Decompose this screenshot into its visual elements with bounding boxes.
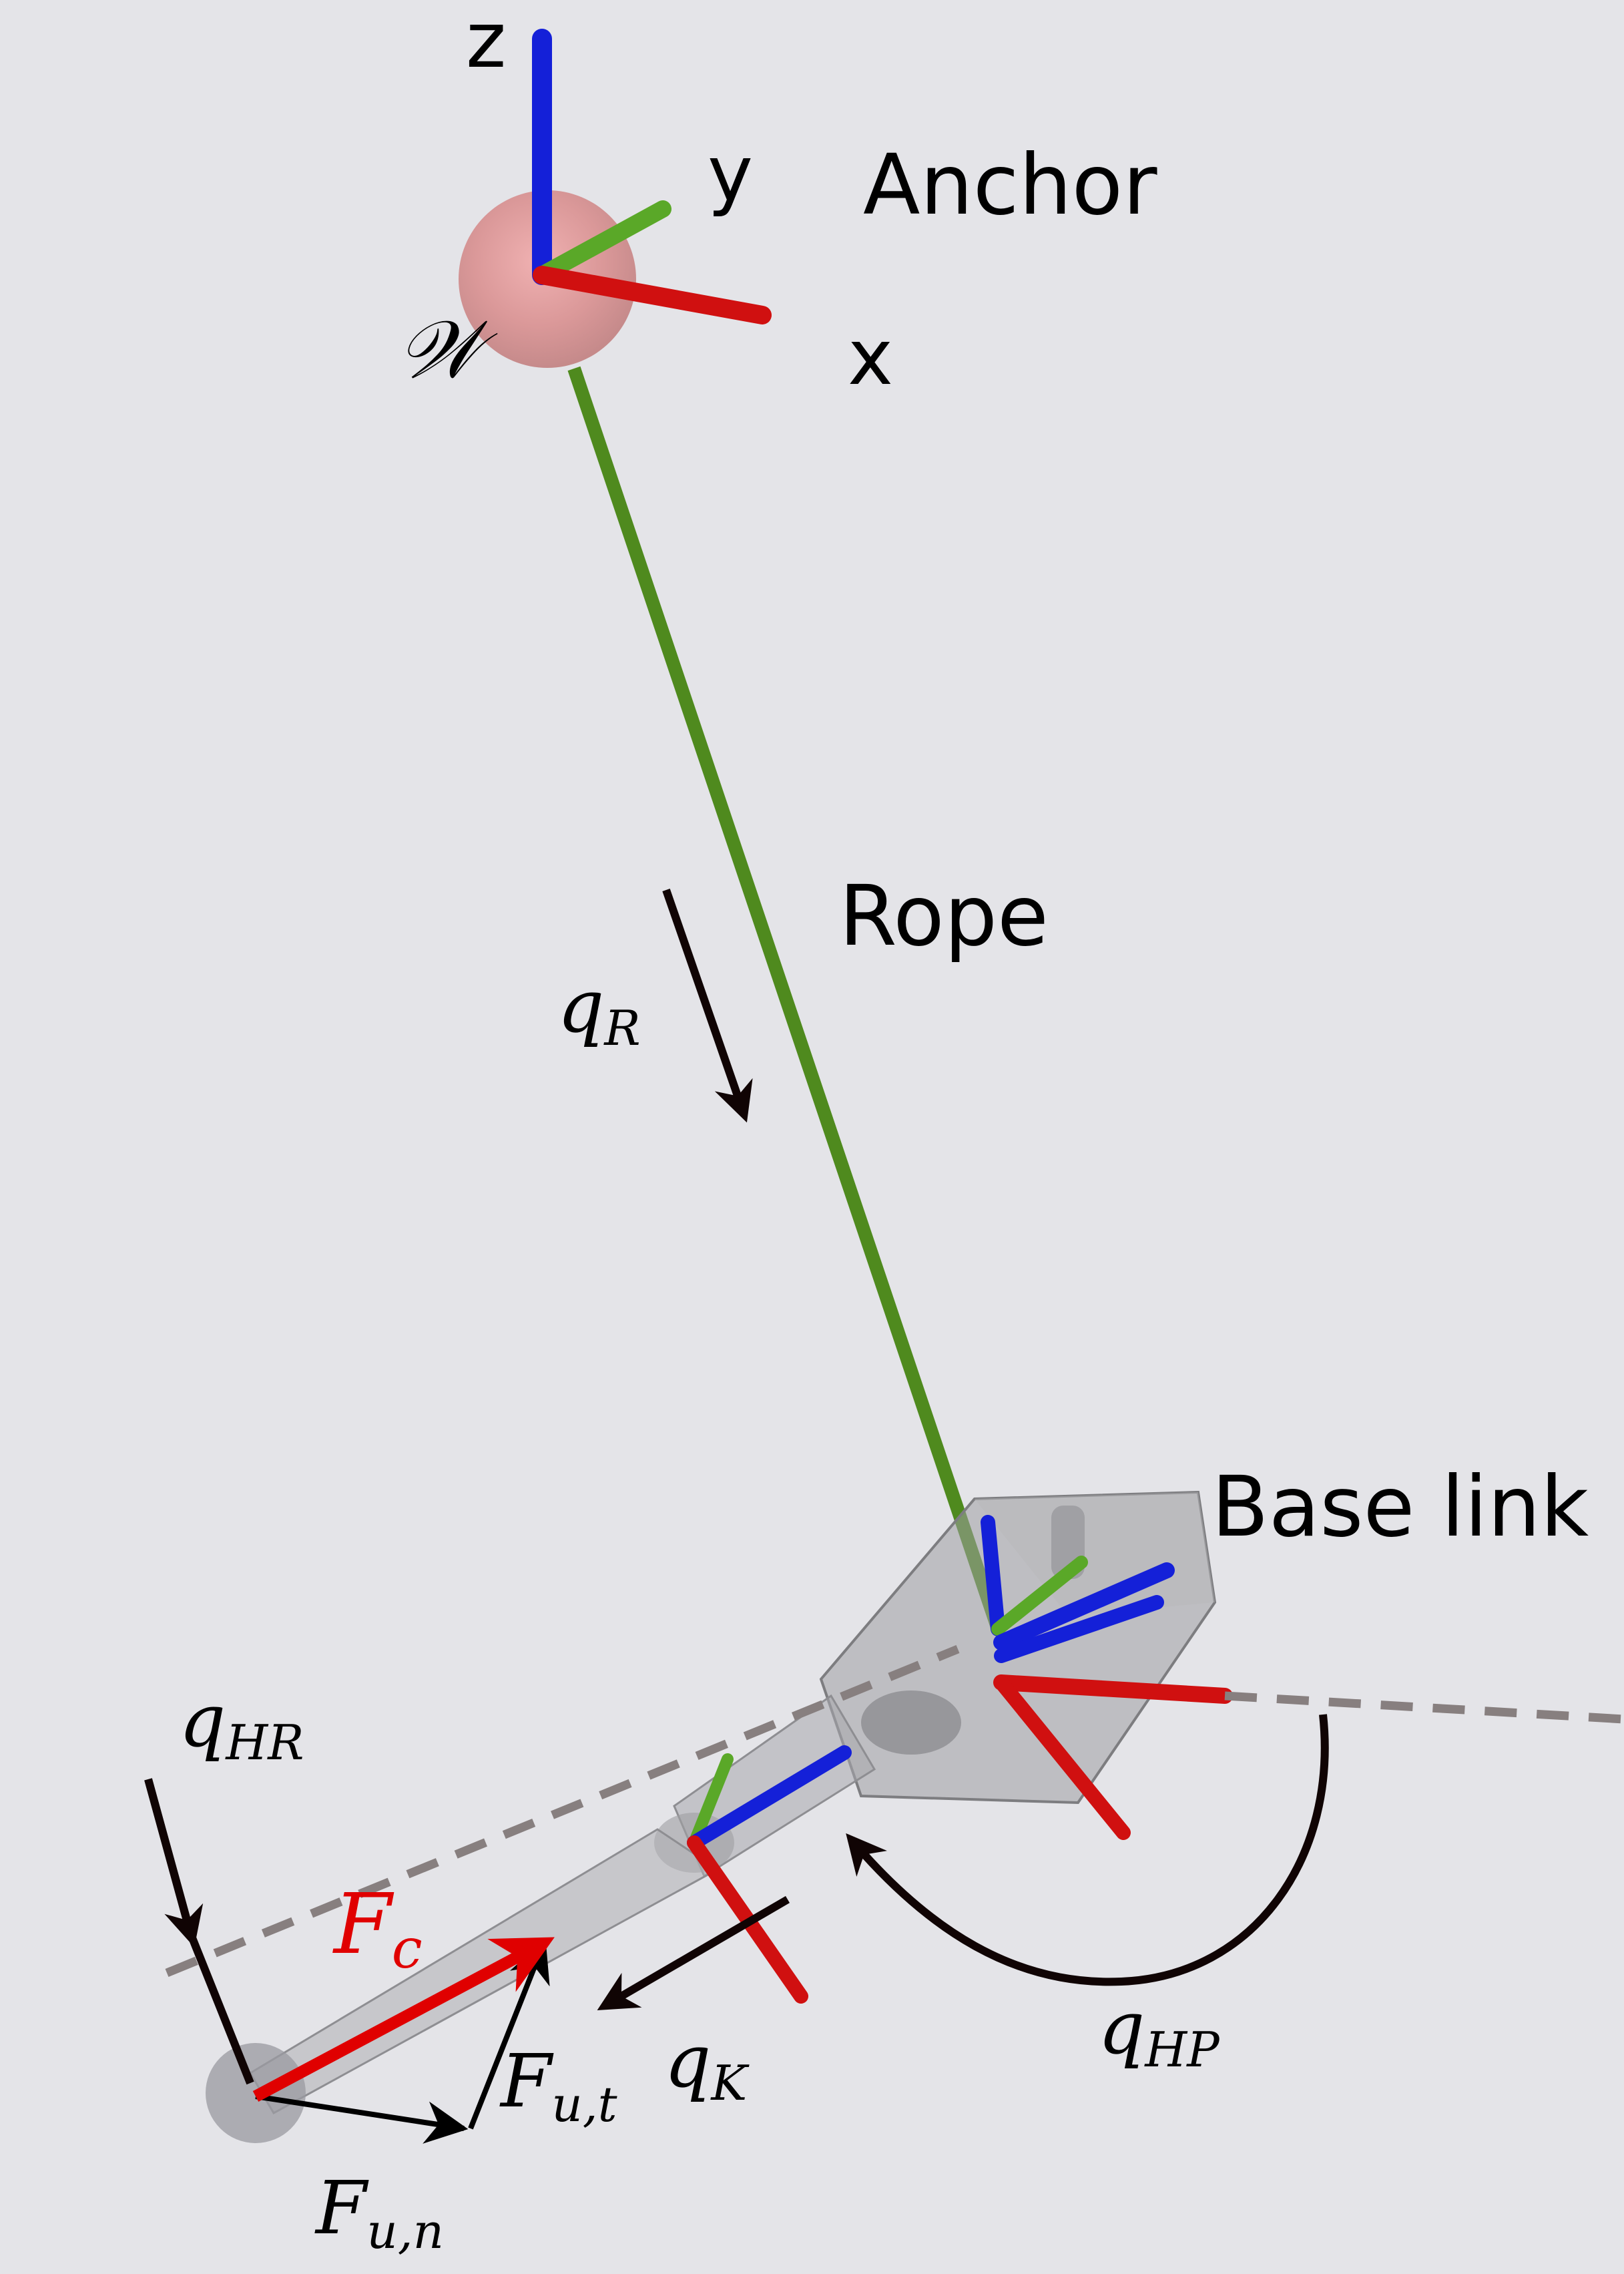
axis-y-label: y bbox=[708, 130, 753, 219]
q-hr-label: qHR bbox=[179, 1678, 304, 1771]
f-ut-label: Fu,t bbox=[499, 2038, 618, 2132]
q-hr-arrowhead bbox=[144, 1778, 204, 1948]
rope-label: Rope bbox=[839, 868, 1049, 965]
base-x-axis-1 bbox=[993, 1674, 1233, 1704]
base-frame-axes bbox=[981, 1515, 1233, 1840]
axis-z-label: z bbox=[466, 0, 506, 85]
base-z-axis-1 bbox=[981, 1515, 1005, 1636]
base-z-axis-2 bbox=[993, 1562, 1175, 1650]
base-link-bore bbox=[861, 1690, 961, 1755]
anchor-group bbox=[459, 29, 772, 368]
q-hp-label: qHP bbox=[1098, 1985, 1220, 2078]
base-z-axis-3 bbox=[994, 1595, 1164, 1663]
knee-y-axis bbox=[688, 1753, 734, 1849]
hip-pitch-reference-line bbox=[1224, 1691, 1624, 1724]
q-hp-arrow bbox=[846, 1714, 1329, 1986]
knee-z-axis bbox=[687, 1745, 852, 1850]
q-k-label: qK bbox=[664, 2018, 750, 2111]
f-c-vector bbox=[252, 1937, 555, 2102]
q-r-label: qR bbox=[557, 963, 641, 1056]
hip-roll-reference-line bbox=[165, 1644, 960, 1978]
base-x-axis-2 bbox=[994, 1675, 1131, 1840]
q-r-arrow bbox=[662, 889, 753, 1123]
world-y-axis bbox=[533, 200, 671, 284]
f-un-vector bbox=[255, 2094, 469, 2144]
base-link-top bbox=[975, 1492, 1215, 1616]
f-un-label: Fu,n bbox=[314, 2165, 444, 2259]
base-y-axis-1 bbox=[991, 1556, 1088, 1636]
axis-x-label: x bbox=[848, 313, 893, 403]
rope-line bbox=[567, 366, 1005, 1632]
anchor-label: Anchor bbox=[863, 137, 1157, 234]
base-link-label: Base link bbox=[1211, 1459, 1589, 1556]
q-k-arrow bbox=[597, 1895, 790, 2011]
world-x-axis bbox=[533, 266, 772, 324]
f-c-label: Fc bbox=[332, 1876, 423, 1981]
